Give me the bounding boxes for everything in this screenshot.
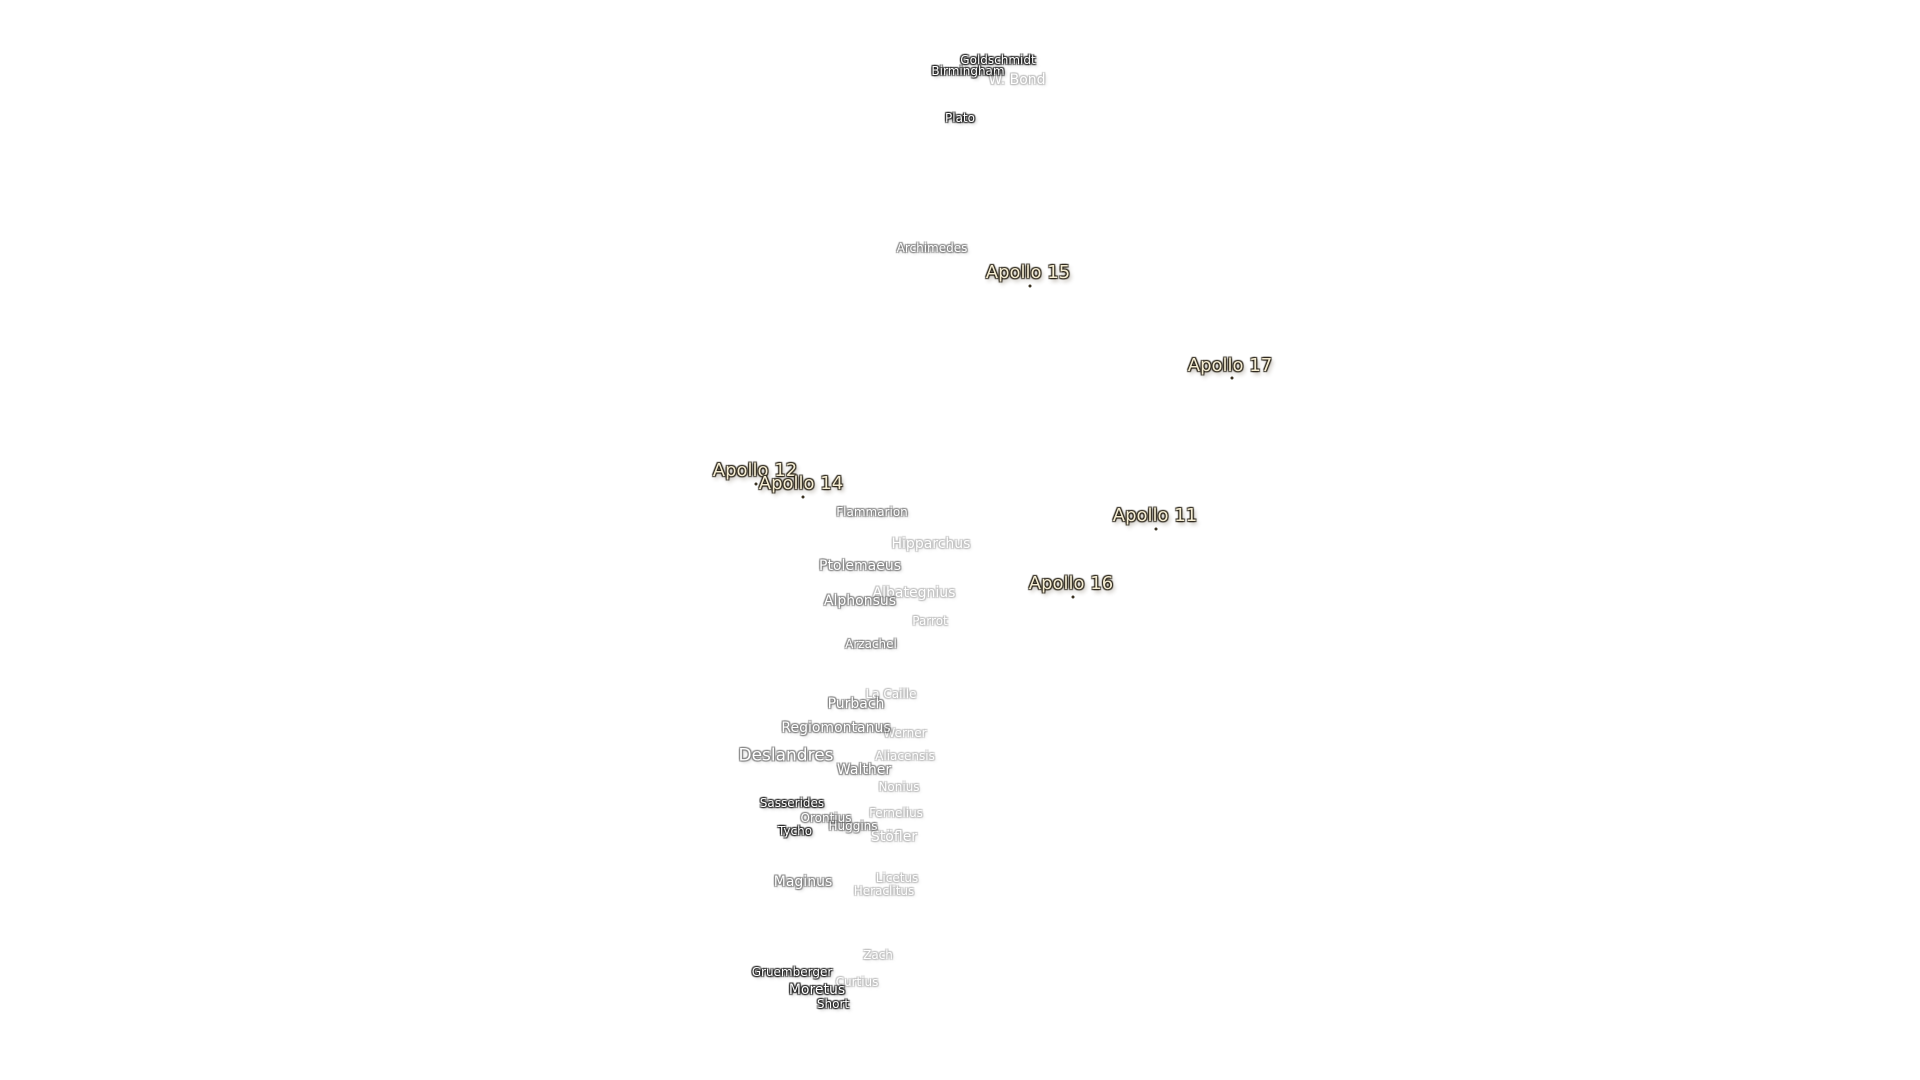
crater-label-albategnius[interactable]: Albategnius [872,585,956,601]
crater-label-w-bond[interactable]: W. Bond [988,72,1046,88]
apollo-14-marker[interactable] [801,495,805,499]
crater-label-parrot[interactable]: Parrot [912,614,948,628]
crater-label-aliacensis[interactable]: Aliacensis [875,749,935,763]
crater-label-huggins[interactable]: Huggins [828,819,878,833]
crater-label-licetus[interactable]: Licetus [875,871,919,885]
crater-label-moretus[interactable]: Moretus [788,982,846,998]
crater-label-tycho[interactable]: Tycho [777,824,813,838]
apollo-label-14[interactable]: Apollo 14 [758,473,844,494]
crater-label-werner[interactable]: Werner [883,726,927,740]
crater-label-flammarion[interactable]: Flammarion [836,505,908,519]
crater-label-birmingham[interactable]: Birmingham [931,64,1005,78]
apollo-11-marker[interactable] [1154,527,1158,531]
apollo-label-16[interactable]: Apollo 16 [1028,573,1114,594]
crater-label-deslandres[interactable]: Deslandres [738,745,834,766]
crater-label-fernelius[interactable]: Fernelius [869,806,923,820]
apollo-12-marker[interactable] [754,482,758,486]
crater-label-gruemberger[interactable]: Gruemberger [751,965,833,979]
crater-label-zach[interactable]: Zach [863,948,893,962]
apollo-label-17[interactable]: Apollo 17 [1187,355,1273,376]
crater-label-stofler[interactable]: Stöfler [870,829,918,845]
crater-label-sasserides[interactable]: Sasserides [759,796,825,810]
crater-label-regiomontanus[interactable]: Regiomontanus [781,720,891,736]
crater-label-heraclitus[interactable]: Heraclitus [853,884,915,898]
apollo-label-11[interactable]: Apollo 11 [1112,505,1198,526]
crater-label-curtius[interactable]: Curtius [835,975,879,989]
apollo-15-marker[interactable] [1028,284,1032,288]
apollo-label-15[interactable]: Apollo 15 [985,262,1071,283]
crater-label-orontius[interactable]: Orontius [800,811,852,825]
crater-label-maginus[interactable]: Maginus [773,874,833,890]
crater-label-hipparchus[interactable]: Hipparchus [891,536,971,552]
crater-label-alphonsus[interactable]: Alphonsus [823,593,897,609]
crater-label-arzachel[interactable]: Arzachel [845,637,897,651]
crater-label-plato[interactable]: Plato [945,111,975,125]
crater-label-archimedes[interactable]: Archimedes [896,241,968,255]
crater-label-purbach[interactable]: Purbach [827,696,885,712]
crater-label-walther[interactable]: Walther [836,762,892,778]
crater-label-short[interactable]: Short [816,997,850,1011]
apollo-label-12[interactable]: Apollo 12 [712,460,798,481]
apollo-17-marker[interactable] [1230,376,1234,380]
crater-label-la-caille[interactable]: La Caille [865,687,917,701]
crater-label-goldschmidt[interactable]: Goldschmidt [960,53,1036,67]
crater-label-nonius[interactable]: Nonius [878,780,920,794]
crater-label-ptolemaeus[interactable]: Ptolemaeus [819,558,901,574]
apollo-16-marker[interactable] [1071,595,1075,599]
